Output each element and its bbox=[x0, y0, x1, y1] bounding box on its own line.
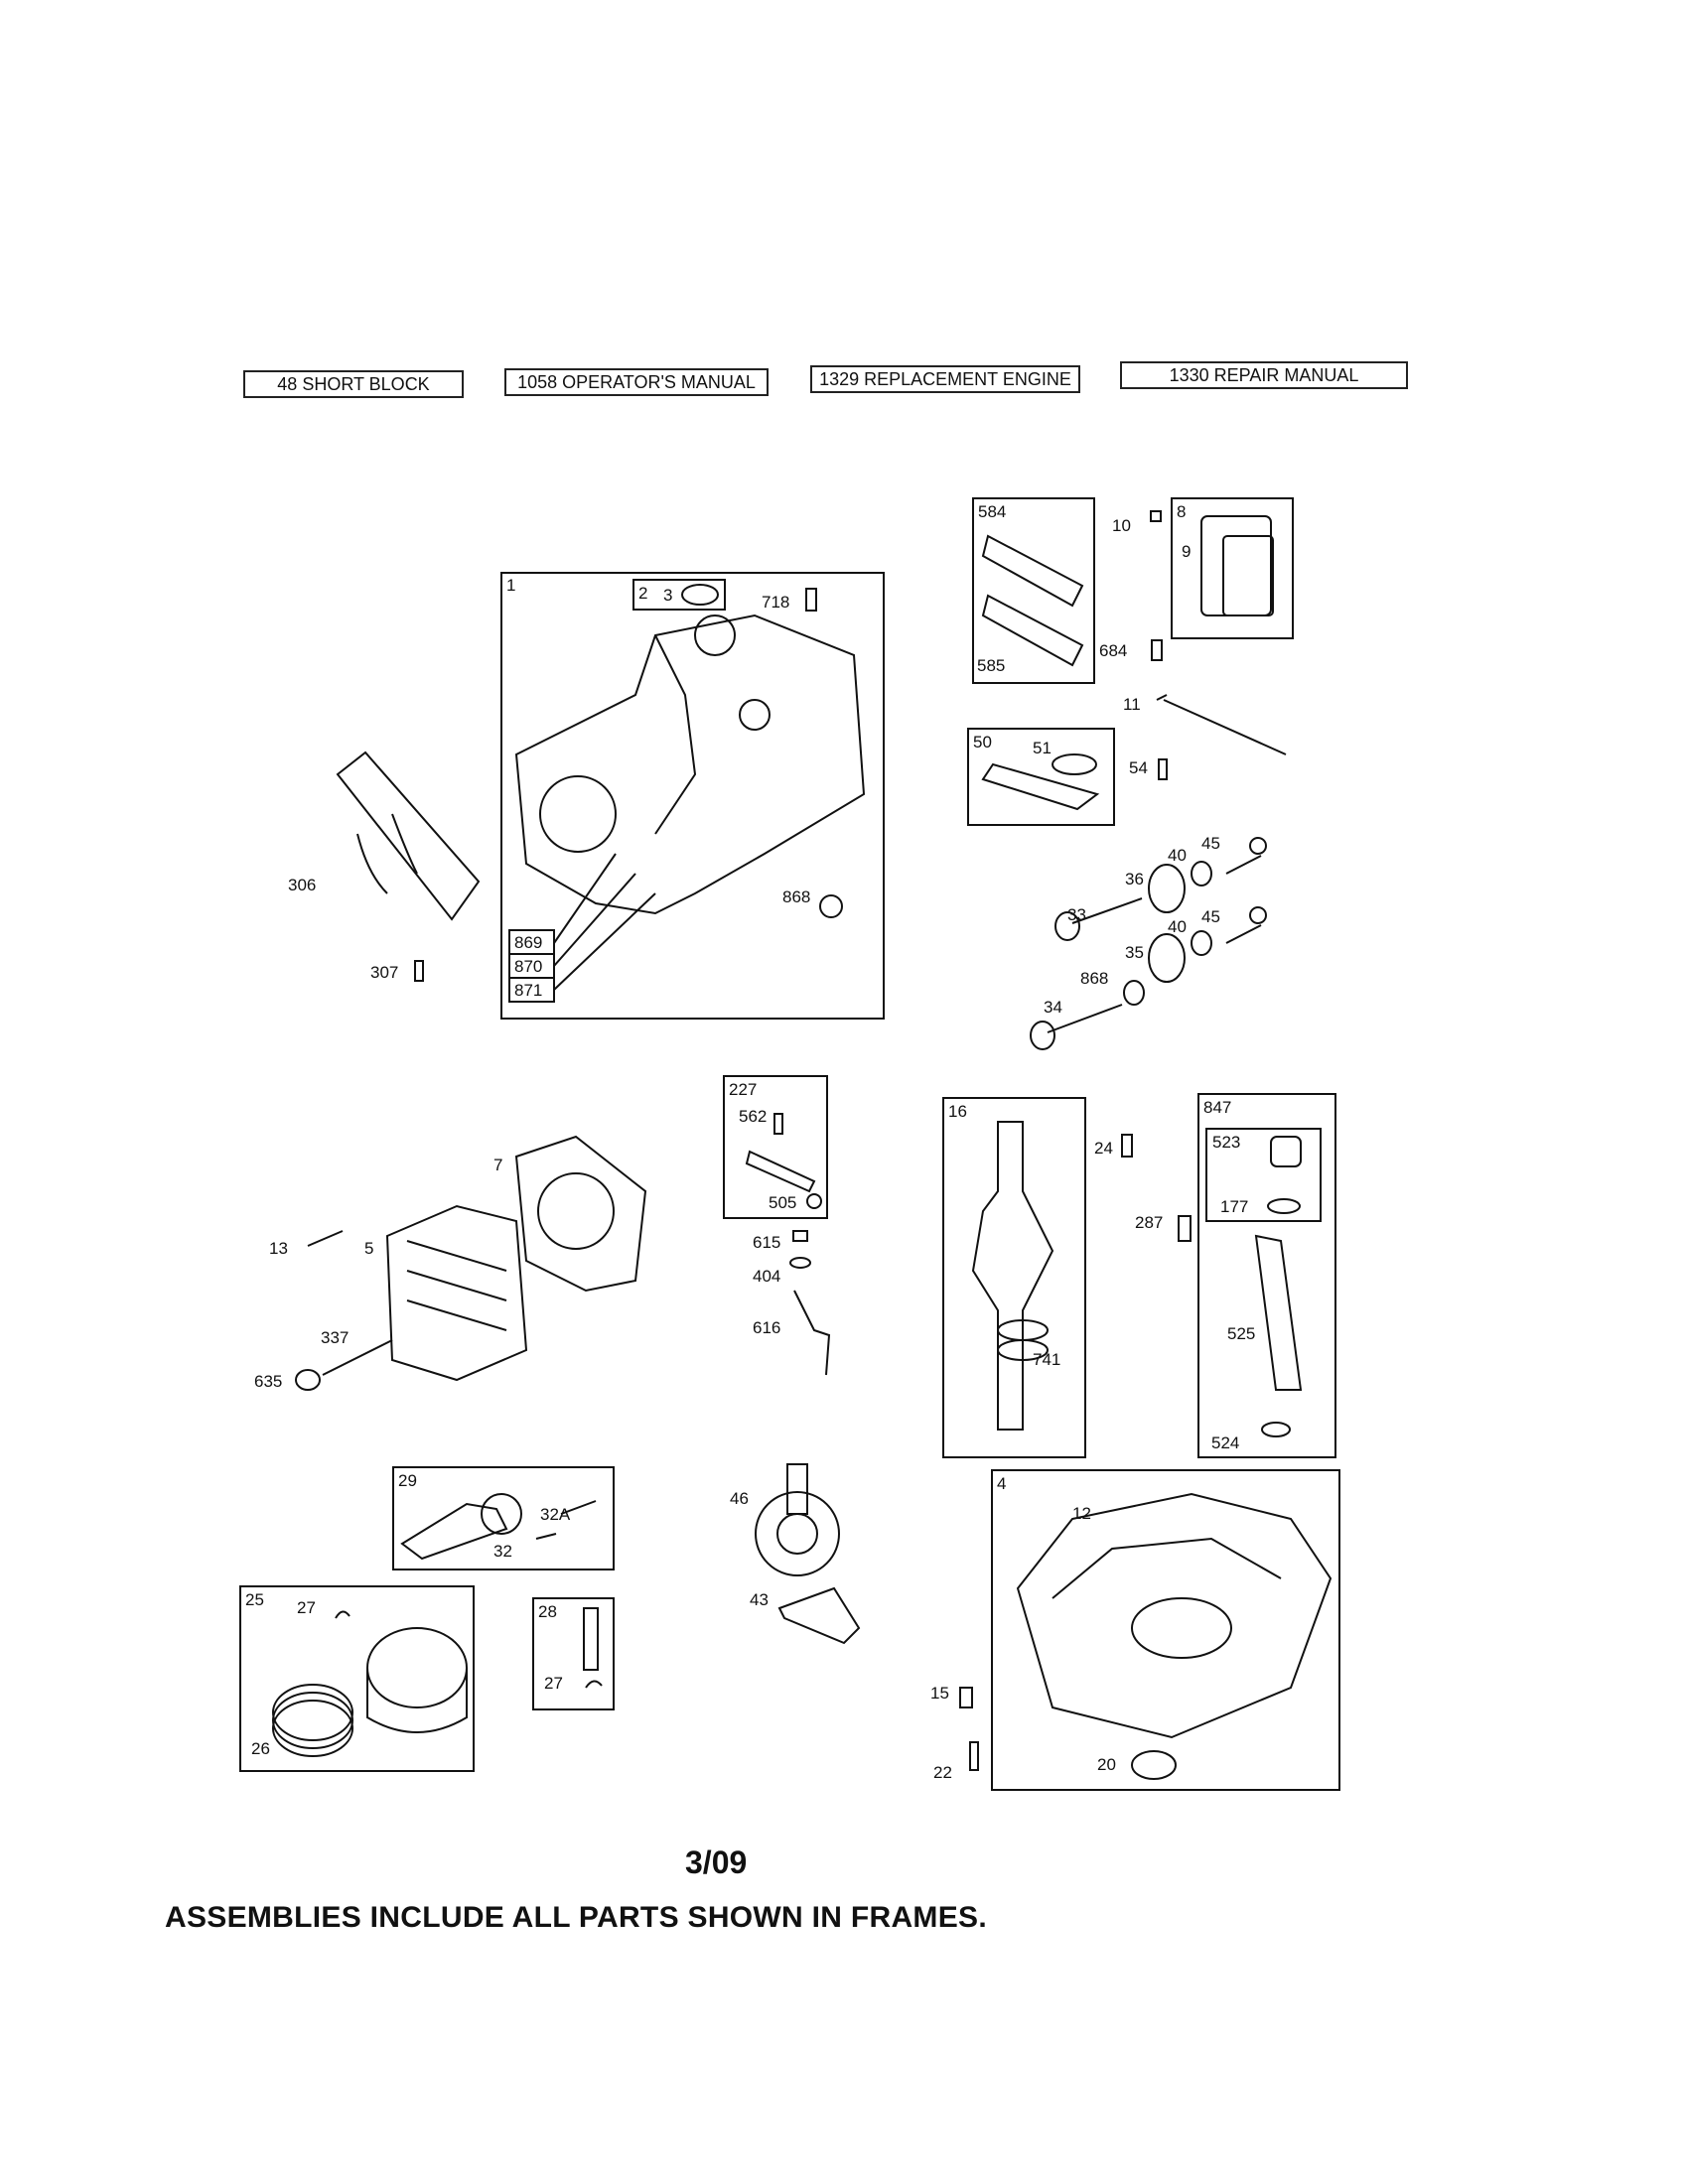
frame-584 bbox=[972, 497, 1095, 684]
frame-847 bbox=[1197, 1093, 1336, 1458]
part-label-27a: 27 bbox=[297, 1598, 316, 1617]
part-label-26: 26 bbox=[251, 1739, 270, 1758]
part-label-45b: 45 bbox=[1201, 907, 1220, 926]
operators-manual-reference: 1058 OPERATOR'S MANUAL bbox=[504, 368, 769, 396]
part-label-36: 36 bbox=[1125, 870, 1144, 888]
part-label-13: 13 bbox=[269, 1239, 288, 1258]
frame-29 bbox=[392, 1466, 615, 1570]
frame-label-25: 25 bbox=[245, 1590, 264, 1609]
part-label-33: 33 bbox=[1067, 905, 1086, 924]
frame-label-50: 50 bbox=[973, 733, 992, 751]
frame-523 bbox=[1205, 1128, 1322, 1222]
frame-50 bbox=[967, 728, 1115, 826]
part-label-684: 684 bbox=[1099, 641, 1128, 660]
frame-227 bbox=[723, 1075, 828, 1219]
part-label-40b: 40 bbox=[1168, 917, 1187, 936]
part-label-27b: 27 bbox=[544, 1674, 563, 1693]
assemblies-footer-note: ASSEMBLIES INCLUDE ALL PARTS SHOWN IN FR… bbox=[165, 1901, 987, 1934]
frame-2 bbox=[632, 579, 726, 611]
part-label-22: 22 bbox=[933, 1763, 952, 1782]
frame-label-871: 871 bbox=[514, 981, 543, 1000]
part-label-741: 741 bbox=[1033, 1350, 1061, 1369]
frame-label-523: 523 bbox=[1212, 1133, 1241, 1152]
part-label-32: 32 bbox=[493, 1542, 512, 1561]
replacement-engine-reference: 1329 REPLACEMENT ENGINE bbox=[810, 365, 1080, 393]
part-label-34: 34 bbox=[1044, 998, 1062, 1017]
frame-label-869: 869 bbox=[514, 933, 543, 952]
frame-label-847: 847 bbox=[1203, 1098, 1232, 1117]
frame-label-8: 8 bbox=[1177, 502, 1187, 521]
part-label-10: 10 bbox=[1112, 516, 1131, 535]
part-label-635: 635 bbox=[254, 1372, 283, 1391]
part-label-40a: 40 bbox=[1168, 846, 1187, 865]
part-label-615: 615 bbox=[753, 1233, 781, 1252]
part-label-51: 51 bbox=[1033, 739, 1052, 757]
part-label-54: 54 bbox=[1129, 758, 1148, 777]
part-label-11: 11 bbox=[1123, 695, 1141, 714]
part-label-337: 337 bbox=[321, 1328, 350, 1347]
cylinder-block-drawing bbox=[514, 614, 866, 915]
part-label-562: 562 bbox=[739, 1107, 768, 1126]
part-label-868a: 868 bbox=[782, 887, 811, 906]
part-label-45a: 45 bbox=[1201, 834, 1220, 853]
part-label-868b: 868 bbox=[1080, 969, 1109, 988]
part-label-524: 524 bbox=[1211, 1433, 1240, 1452]
shield-306 bbox=[336, 751, 481, 921]
part-label-404: 404 bbox=[753, 1267, 781, 1286]
crankcase-sump-drawing bbox=[1016, 1492, 1333, 1739]
frame-4 bbox=[991, 1469, 1340, 1791]
cylinder-head-drawing bbox=[385, 1204, 528, 1382]
crankshaft-drawing bbox=[971, 1121, 1054, 1431]
frame-label-1: 1 bbox=[506, 576, 516, 595]
frame-label-29: 29 bbox=[398, 1471, 417, 1490]
frame-label-16: 16 bbox=[948, 1102, 967, 1121]
part-label-9: 9 bbox=[1182, 542, 1192, 561]
repair-manual-reference: 1330 REPAIR MANUAL bbox=[1120, 361, 1408, 389]
part-label-15: 15 bbox=[930, 1684, 949, 1703]
page-date: 3/09 bbox=[685, 1844, 748, 1880]
part-label-43: 43 bbox=[750, 1590, 769, 1609]
frame-16 bbox=[942, 1097, 1086, 1458]
part-label-177: 177 bbox=[1220, 1197, 1249, 1216]
frame-label-4: 4 bbox=[997, 1474, 1007, 1493]
part-label-525: 525 bbox=[1227, 1324, 1256, 1343]
part-label-20: 20 bbox=[1097, 1755, 1116, 1774]
frame-25 bbox=[239, 1585, 475, 1772]
part-label-3: 3 bbox=[663, 586, 673, 605]
frame-label-584: 584 bbox=[978, 502, 1007, 521]
frame-8 bbox=[1171, 497, 1294, 639]
part-label-306: 306 bbox=[288, 876, 317, 894]
frame-label-227: 227 bbox=[729, 1080, 758, 1099]
part-label-505: 505 bbox=[769, 1193, 797, 1212]
part-label-7: 7 bbox=[493, 1156, 503, 1174]
part-label-35: 35 bbox=[1125, 943, 1144, 962]
part-label-24: 24 bbox=[1094, 1139, 1113, 1158]
frame-28 bbox=[532, 1597, 615, 1710]
part-label-616: 616 bbox=[753, 1318, 781, 1337]
frame-label-28: 28 bbox=[538, 1602, 557, 1621]
frame-1-cylinder-block bbox=[500, 572, 885, 1020]
part-label-46: 46 bbox=[730, 1489, 749, 1508]
frame-label-870: 870 bbox=[514, 957, 543, 976]
frame-label-2: 2 bbox=[638, 584, 648, 603]
part-label-718: 718 bbox=[762, 593, 790, 612]
head-gasket bbox=[514, 1135, 647, 1293]
part-label-12: 12 bbox=[1072, 1504, 1091, 1523]
part-label-287: 287 bbox=[1135, 1213, 1164, 1232]
part-label-585: 585 bbox=[977, 656, 1006, 675]
part-label-5: 5 bbox=[364, 1239, 374, 1258]
short-block-reference: 48 SHORT BLOCK bbox=[243, 370, 464, 398]
part-label-307: 307 bbox=[370, 963, 399, 982]
part-label-32a: 32A bbox=[540, 1505, 571, 1524]
